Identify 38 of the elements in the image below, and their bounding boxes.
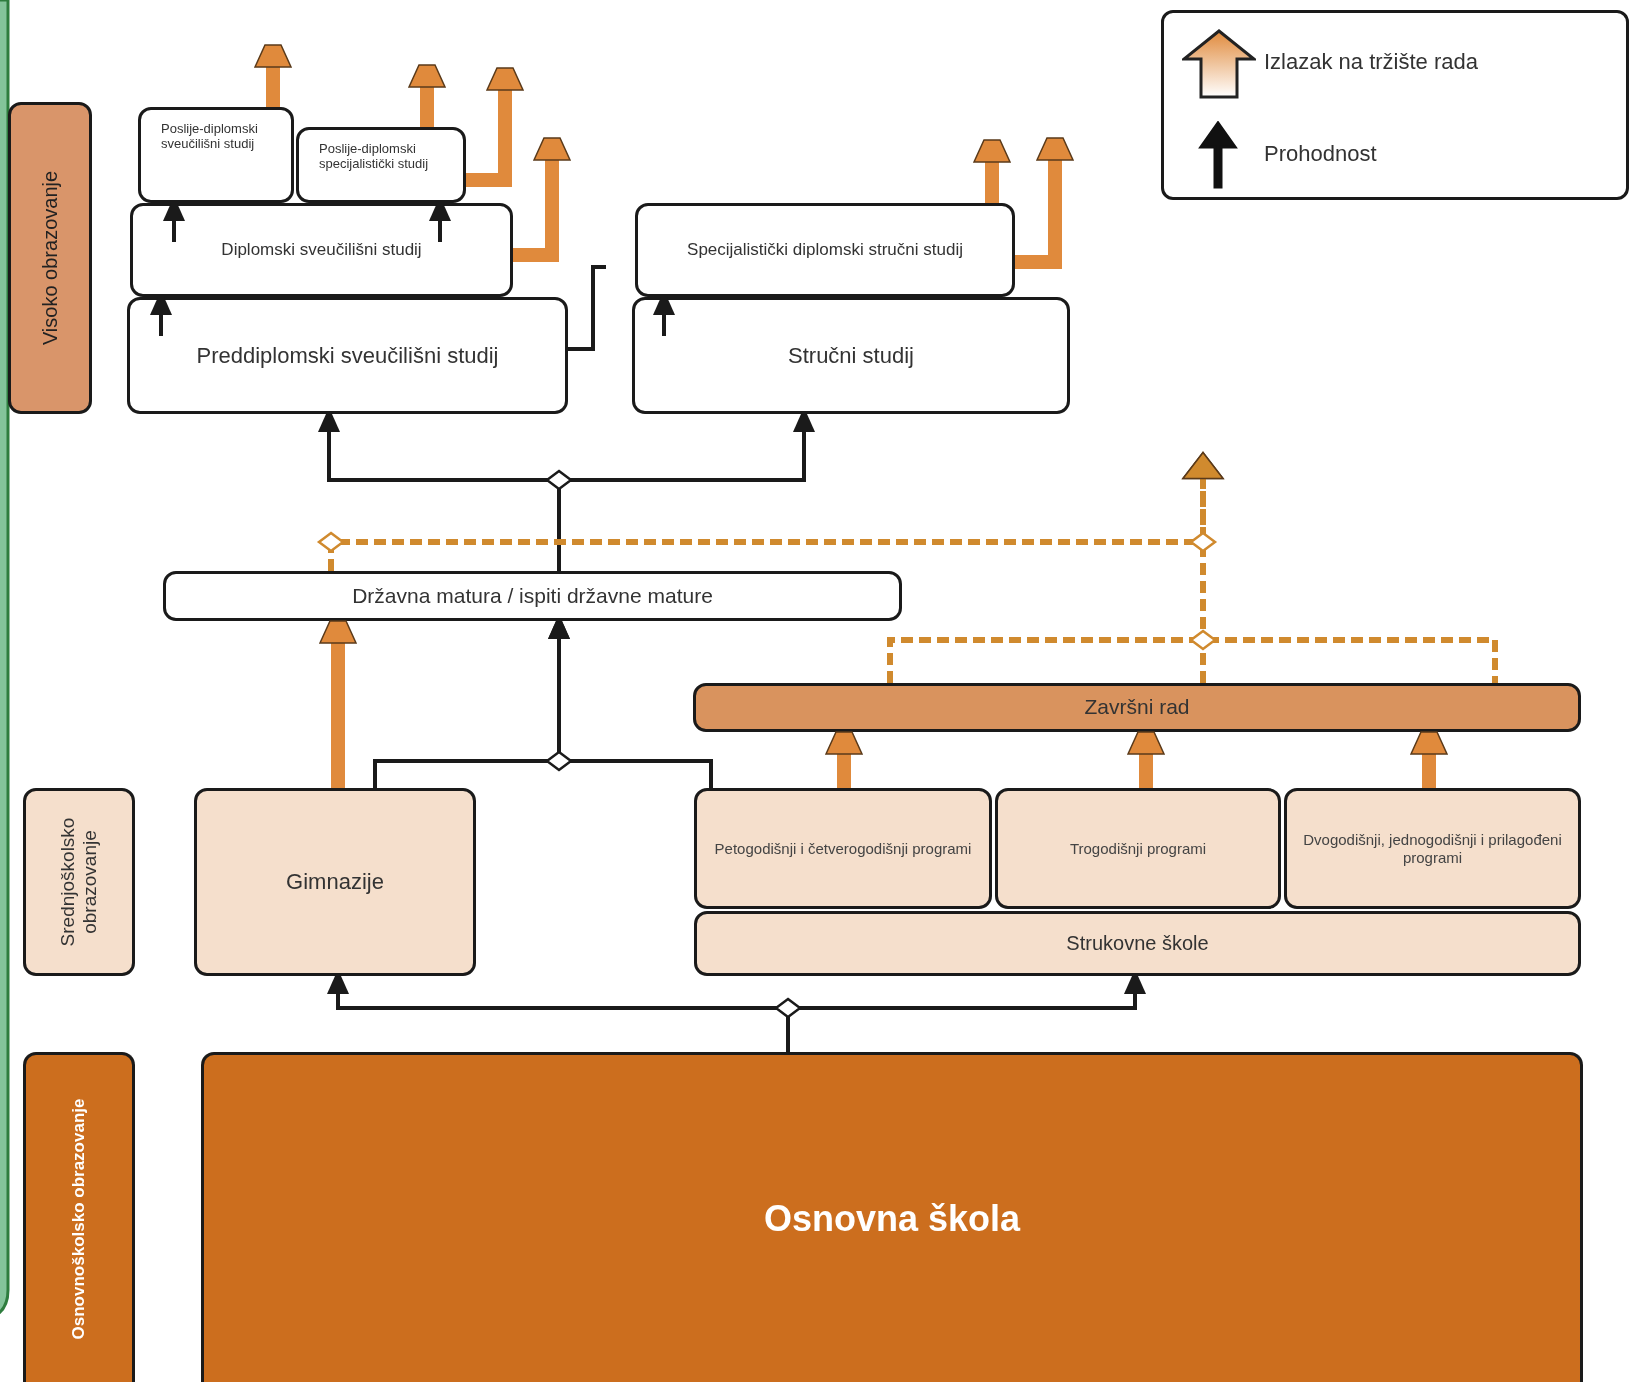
box-label: Specijalistički diplomski stručni studij [687, 240, 963, 260]
process-box [694, 788, 992, 909]
box-label: Dvogodišnji, jednogodišnji i prilagođeni programi [1302, 831, 1563, 866]
box-label: Stručni studij [788, 342, 914, 369]
box-label: Trogodišnji programi [1069, 839, 1207, 858]
box-label: Diplomski sveučilišni studij [221, 240, 422, 260]
box-label: Gimnazije [286, 869, 384, 895]
process-box [163, 571, 902, 621]
process-box [194, 788, 476, 976]
box-label: Osnovna škola [763, 1197, 1021, 1240]
process-box [632, 297, 1070, 414]
legend-label: Prohodnost [1264, 141, 1377, 167]
process-box [1284, 788, 1581, 909]
level-band [23, 1052, 135, 1382]
study-box [296, 127, 466, 203]
box-label: Poslije-diplomski sveučilišni studij [161, 122, 259, 152]
dashed-arrow [887, 451, 1498, 686]
box-label: Strukovne škole [1066, 932, 1209, 955]
study-box [138, 107, 294, 203]
box-label: Preddiplomski sveučilišni studij [196, 342, 499, 369]
process-box [693, 683, 1581, 732]
connector-line [568, 265, 606, 351]
process-box [201, 1052, 1583, 1382]
level-band [8, 102, 92, 414]
box-label: Državna matura / ispiti državne mature [352, 583, 713, 609]
box-label: Završni rad [1084, 695, 1190, 720]
process-box [127, 297, 568, 414]
band-label: Srednjoškolsko obrazovanje [57, 816, 101, 949]
level-band [23, 788, 135, 976]
legend-label: Izlazak na tržište rada [1264, 49, 1478, 75]
process-box [635, 203, 1015, 297]
band-label: Visoko obrazovanje [38, 169, 62, 348]
process-box [694, 911, 1581, 976]
process-box [995, 788, 1281, 909]
process-box [130, 203, 513, 297]
box-label: Poslije-diplomski specijalistički studij [319, 142, 430, 172]
band-label: Osnovnoškolsko obrazovanje [69, 1097, 89, 1341]
box-label: Petogodišnji i četverogodišnji programi [714, 839, 972, 858]
